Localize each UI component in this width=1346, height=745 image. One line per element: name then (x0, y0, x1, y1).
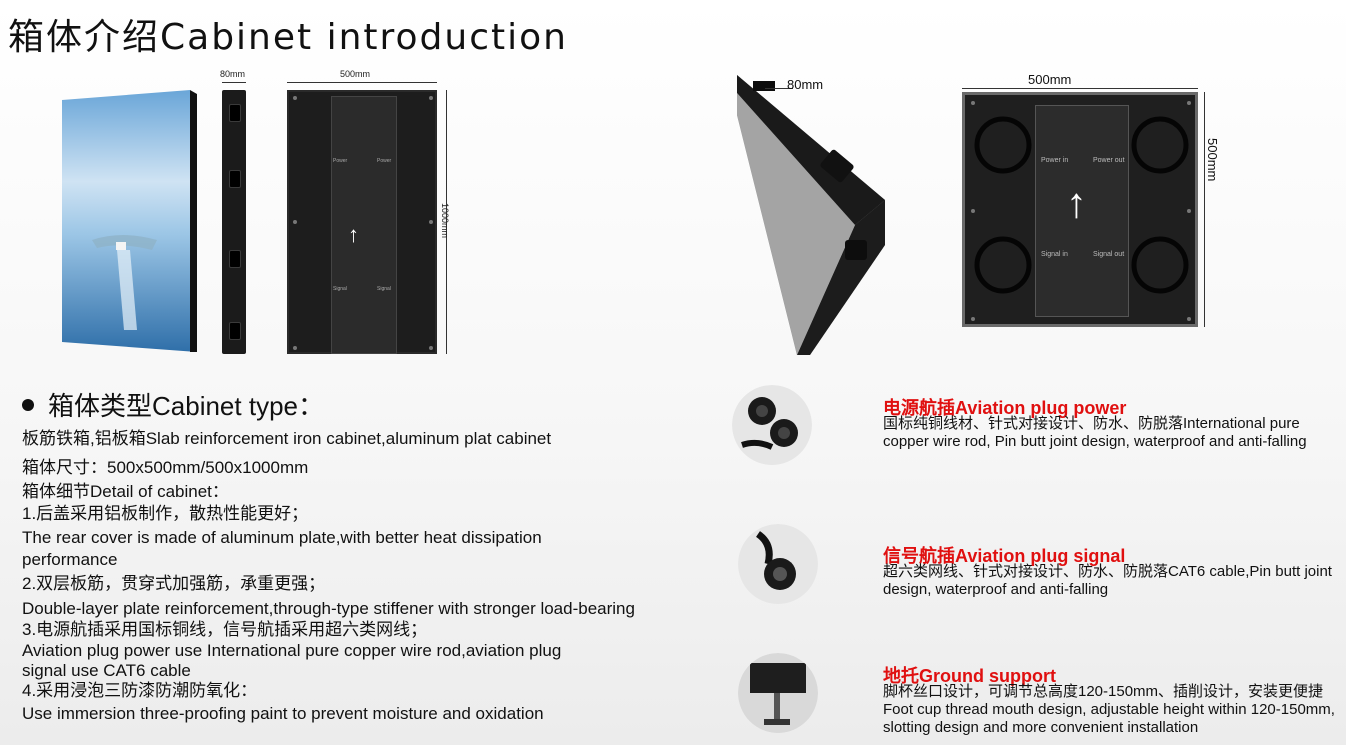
detail-line: Aviation plug power use International pu… (22, 640, 562, 660)
back-height-label: 1000mm (440, 203, 450, 239)
cabinet-front-image (62, 90, 197, 352)
feature-desc-ground-support: 脚杯丝口设计，可调节总高度120-150mm、插削设计，安装更便捷 Foot c… (883, 683, 1335, 736)
detail-line: Use immersion three-proofing paint to pr… (22, 703, 544, 723)
up-arrow-icon: ↑ (1066, 179, 1087, 226)
feature-title-signal-plug: 信号航插Aviation plug signal (883, 546, 1126, 566)
square-height-label: 500mm (1205, 138, 1220, 182)
back-cover-plate (331, 96, 397, 354)
signal-out-label: Signal out (1093, 251, 1125, 258)
detail-line: 箱体细节Detail of cabinet： (22, 482, 229, 501)
cable-coils-icon (974, 116, 1189, 294)
angled-depth-label: 80mm (787, 77, 824, 92)
feature-desc-power-plug: 国标纯铜线材、针式对接设计、防水、防脱落International pure c… (883, 415, 1307, 450)
feature-desc-signal-plug: 超六类网线、针式对接设计、防水、防脱落CAT6 cable,Pin butt j… (883, 563, 1332, 598)
side-width-dimension-line (222, 82, 246, 83)
power-out-label: Power out (1093, 157, 1125, 164)
square-width-label: 500mm (1028, 72, 1072, 87)
back-height-dimension-line (446, 90, 447, 354)
signal-plug-icon (738, 524, 818, 604)
angled-depth-dimension-line (765, 88, 793, 89)
power-in-label: Power in (1041, 157, 1069, 164)
detail-line: signal use CAT6 cable (22, 660, 191, 680)
page-title: 箱体介绍Cabinet introduction (8, 17, 568, 58)
feature-title-ground-support: 地托Ground support (883, 666, 1056, 686)
detail-line: 3.电源航插采用国标铜线，信号航插采用超六类网线； (22, 620, 428, 639)
up-arrow-icon: ↑ (348, 222, 359, 247)
back-width-label: 500mm (340, 69, 371, 79)
back-width-dimension-line (287, 82, 437, 83)
square-back-plate (1035, 105, 1129, 317)
back-signal-right-label: Signal (377, 286, 391, 292)
detail-line: 1.后盖采用铝板制作，散热性能更好； (22, 503, 309, 523)
cabinet-type-heading-text: 箱体类型Cabinet type： (48, 391, 324, 421)
bullet-icon (22, 399, 34, 412)
detail-line: 4.采用浸泡三防漆防潮防氧化： (22, 680, 258, 700)
detail-line: The rear cover is made of aluminum plate… (22, 528, 542, 547)
detail-line: 箱体尺寸：500x500mm/500x1000mm (22, 457, 309, 477)
cabinet-type-heading: 箱体类型Cabinet type： (22, 386, 324, 423)
cabinet-square-back-view: Power in Power out Signal in Signal out … (962, 92, 1198, 327)
side-width-label: 80mm (220, 69, 246, 79)
cabinet-type-details: 板筋铁箱,铝板箱Slab reinforcement iron cabinet,… (22, 428, 722, 724)
detail-line: 板筋铁箱,铝板箱Slab reinforcement iron cabinet,… (22, 429, 552, 448)
feature-title-power-plug: 电源航插Aviation plug power (883, 398, 1127, 418)
back-power-right-label: Power (377, 158, 392, 164)
cabinet-side-view (222, 90, 246, 354)
cabinet-angled-view (737, 75, 885, 355)
detail-line: 2.双层板筋，贯穿式加强筋，承重更强； (22, 574, 326, 593)
square-width-dimension-line (962, 88, 1198, 89)
detail-line: performance (22, 549, 118, 569)
detail-line: Double-layer plate reinforcement,through… (22, 598, 635, 618)
power-plug-icon (732, 385, 812, 465)
ground-support-icon (738, 653, 818, 733)
back-power-left-label: Power (333, 158, 348, 164)
signal-in-label: Signal in (1041, 251, 1068, 258)
square-height-dimension-line (1204, 92, 1205, 327)
cabinet-back-view: Power Power Signal Signal ↑ (287, 90, 437, 354)
back-signal-left-label: Signal (333, 286, 347, 292)
